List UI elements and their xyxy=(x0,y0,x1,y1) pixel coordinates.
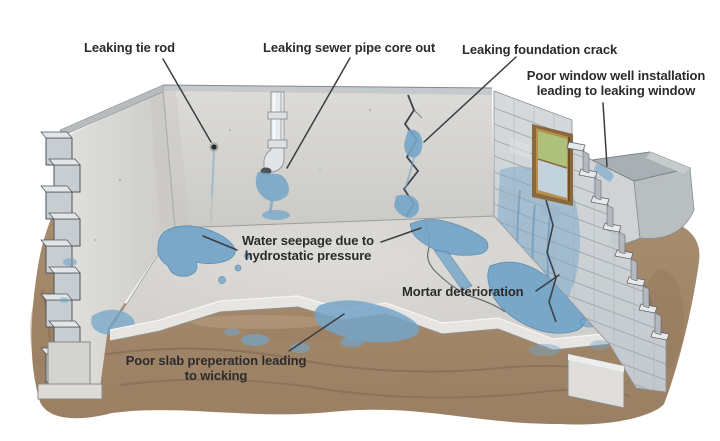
slab-edge xyxy=(110,296,612,350)
left-wall xyxy=(37,84,175,400)
floor-slab xyxy=(59,215,613,351)
floor-water-puddles xyxy=(157,219,601,334)
foundation-crack xyxy=(394,94,423,218)
block-wall-crack xyxy=(545,199,557,323)
pointer-seepage-left xyxy=(202,235,238,251)
pointer-mortar xyxy=(535,274,560,292)
label-window-well: Poor window well installation leading to… xyxy=(526,68,706,98)
crack-water xyxy=(394,194,419,218)
label-foundation-crack: Leaking foundation crack xyxy=(462,42,618,57)
label-mortar: Mortar deterioration xyxy=(402,284,524,299)
pointer-foundation-crack xyxy=(423,56,517,143)
soil-water-wicking xyxy=(224,300,610,356)
pipe-leak-water xyxy=(255,172,289,202)
pointer-lines xyxy=(162,56,608,352)
tie-rod-leak-streak xyxy=(211,150,215,197)
window-glass-upper xyxy=(538,131,567,168)
left-wall-footing xyxy=(37,383,103,400)
block-wall xyxy=(493,90,670,409)
pointer-window-well xyxy=(602,102,608,167)
label-sewer-pipe: Leaking sewer pipe core out xyxy=(263,40,436,55)
window-glass-lower xyxy=(538,159,567,198)
crack-water xyxy=(404,129,423,158)
pointer-sewer-pipe xyxy=(286,57,351,169)
tie-rod xyxy=(209,142,219,223)
soil-strata-line xyxy=(99,347,616,373)
wall-corner-line xyxy=(162,89,176,229)
sewer-pipe xyxy=(255,91,290,220)
pointer-tie-rod xyxy=(162,58,212,143)
label-tie-rod: Leaking tie rod xyxy=(84,40,175,55)
pointer-slab-wicking xyxy=(288,313,345,352)
pointer-seepage-right xyxy=(380,227,422,243)
basement-window xyxy=(532,124,573,206)
back-wall xyxy=(162,84,494,229)
block-wall-stair-edge xyxy=(566,141,670,341)
label-water-seepage: Water seepage due to hydrostatic pressur… xyxy=(242,233,374,263)
window-well-water xyxy=(594,164,614,182)
label-slab-wicking: Poor slab preperation leading to wicking xyxy=(125,353,307,383)
left-footing-block xyxy=(47,341,91,385)
